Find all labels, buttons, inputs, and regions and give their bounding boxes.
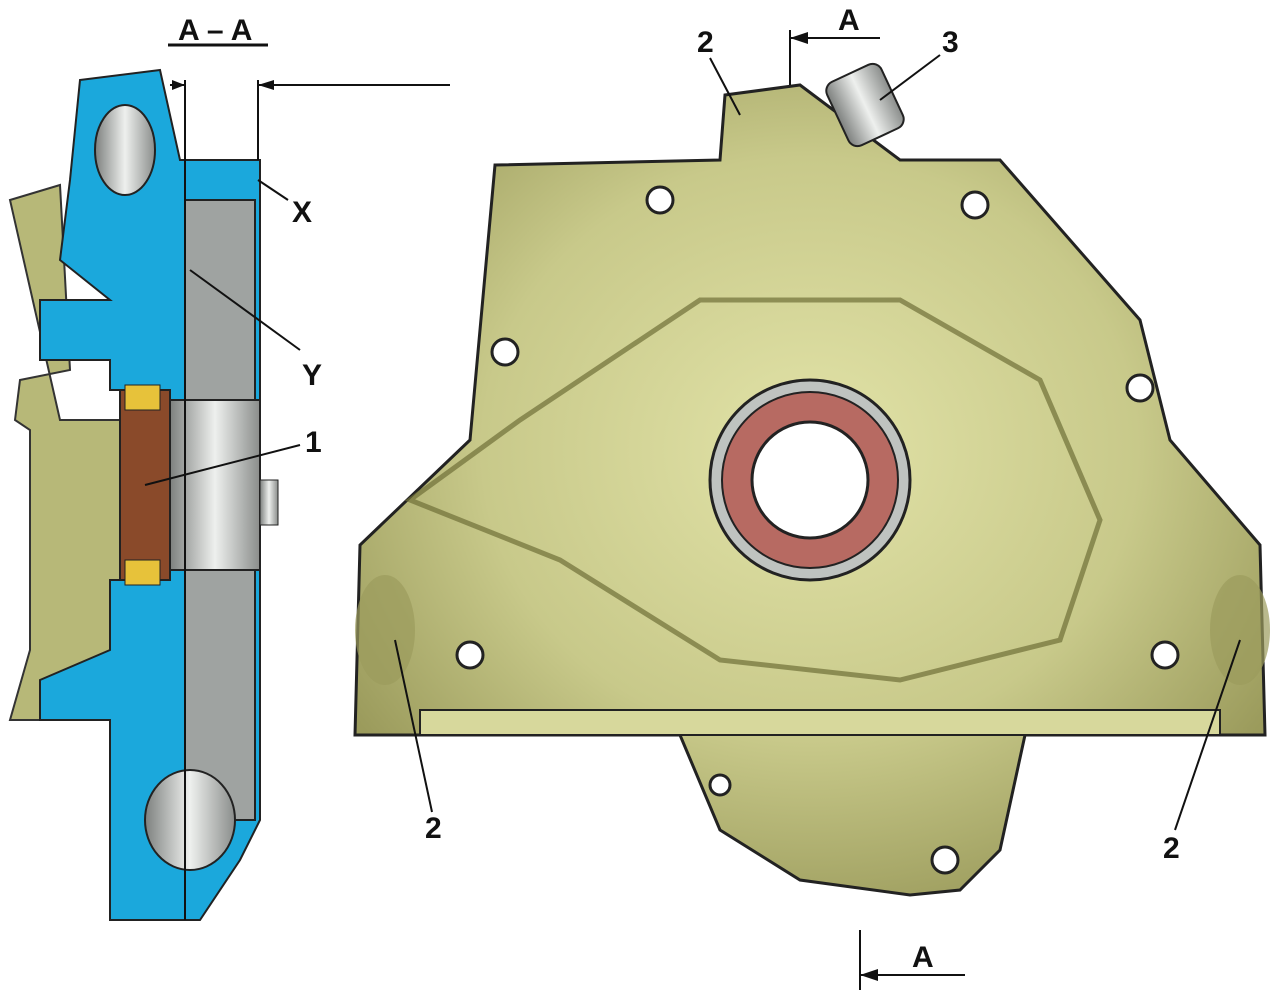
label-2-top: 2 <box>697 26 714 59</box>
shaft <box>169 399 261 571</box>
bolt-holes <box>455 185 1180 875</box>
passage-bottom <box>144 769 236 871</box>
mount-left <box>355 575 415 685</box>
base-flange <box>419 709 1221 736</box>
shaft-hole <box>750 420 870 540</box>
section-marker-top: A <box>838 4 860 37</box>
label-x: X <box>292 196 312 229</box>
section-title: A – A <box>178 14 252 47</box>
mount-right <box>1210 575 1270 685</box>
label-3: 3 <box>942 26 959 59</box>
section-view: A – A X Y 1 <box>8 14 450 921</box>
label-2-right: 2 <box>1163 832 1180 865</box>
front-view: A 3 2 2 2 A <box>353 4 1270 990</box>
seal-lip-top <box>124 384 161 411</box>
passage-top <box>94 104 156 196</box>
label-y: Y <box>302 359 322 392</box>
seal-lip-bottom <box>124 559 161 586</box>
label-1: 1 <box>305 426 322 459</box>
rib-inner <box>404 297 1103 683</box>
shaft-stub <box>259 479 279 526</box>
label-2-left: 2 <box>425 812 442 845</box>
section-marker-bottom: A <box>912 941 934 974</box>
bolt-3 <box>825 62 905 148</box>
